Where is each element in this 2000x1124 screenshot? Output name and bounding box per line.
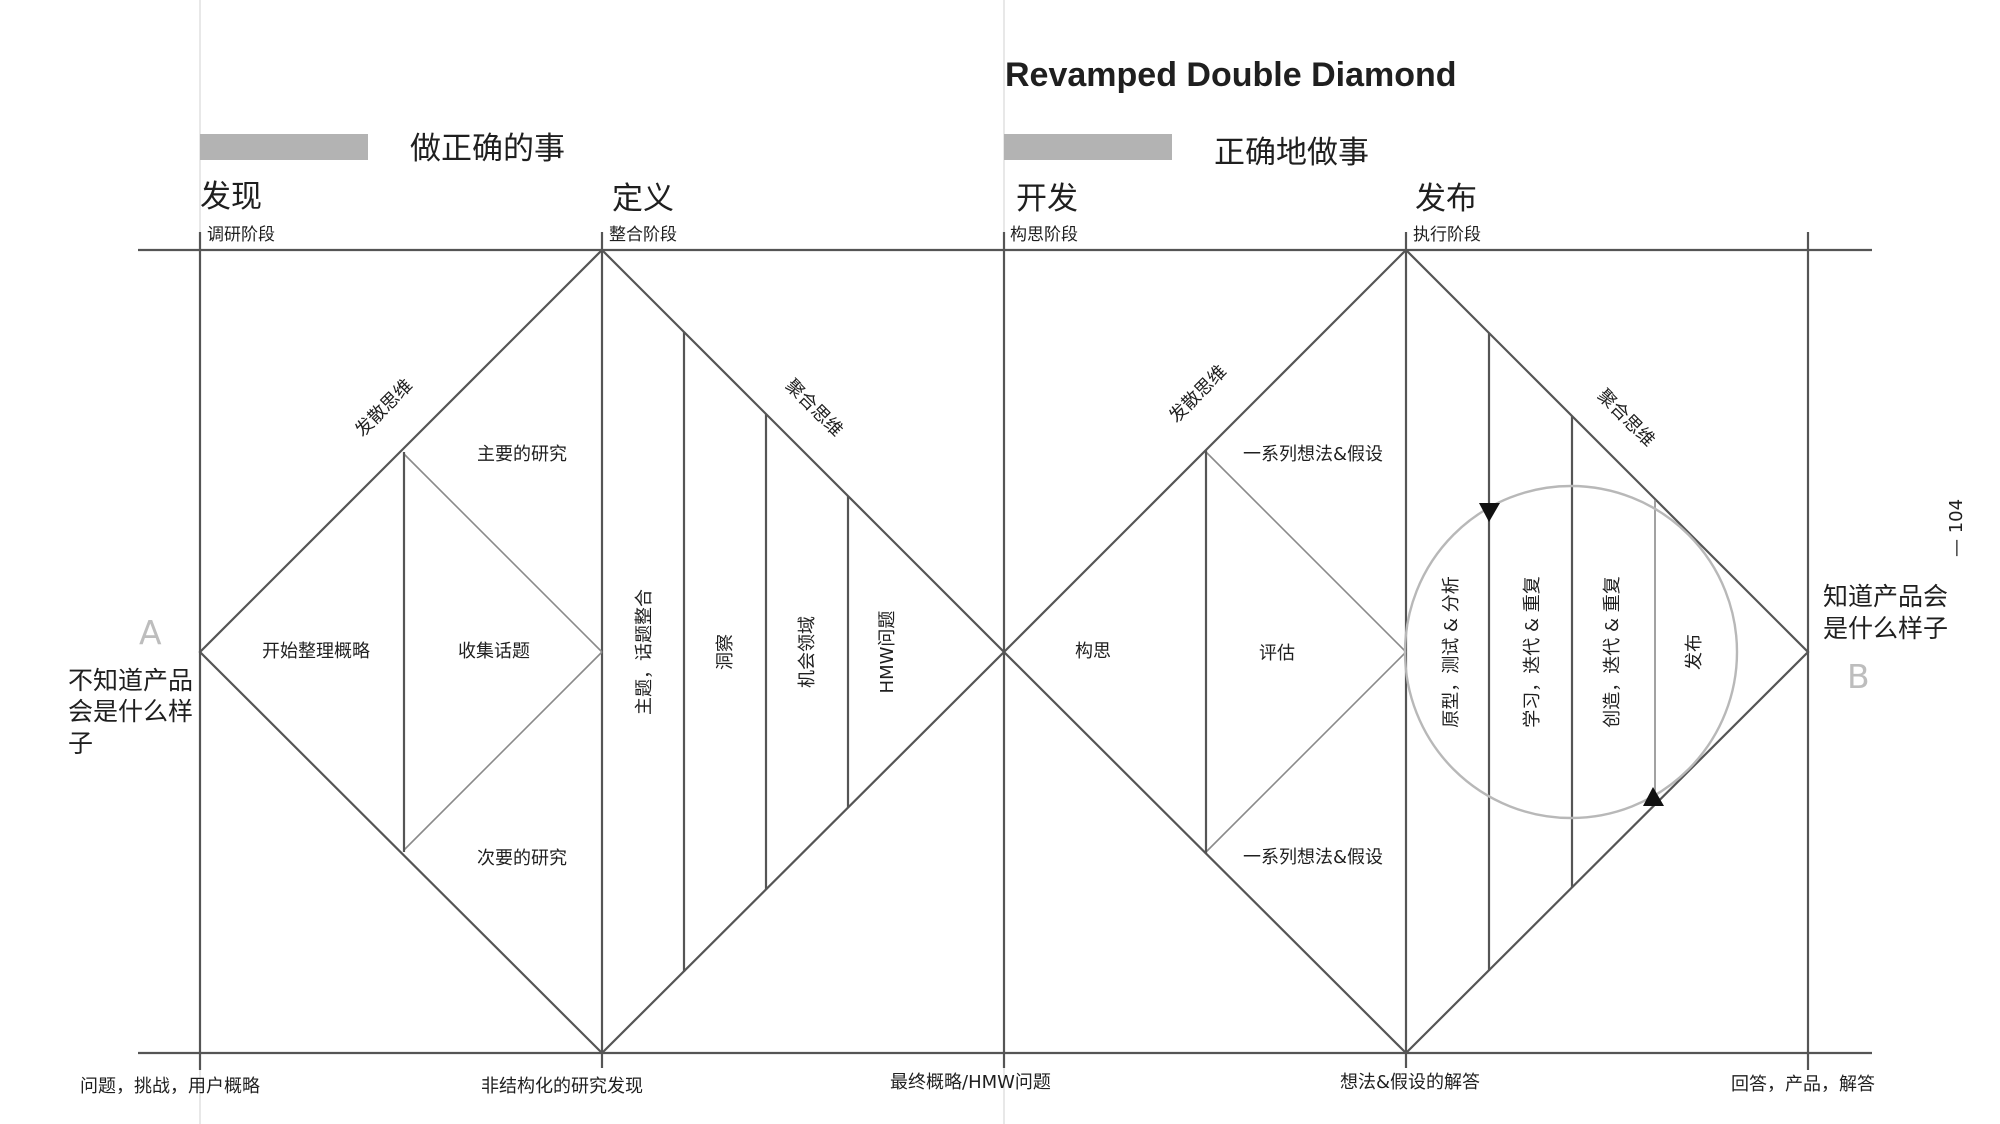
bottom-label-solutions: 想法&假设的解答 — [1340, 1072, 1480, 1093]
column-themes: 主题，话题整合 — [634, 589, 655, 715]
cell-ideas-upper: 一系列想法&假设 — [1243, 444, 1383, 465]
phase-name-develop: 开发 — [1016, 181, 1078, 217]
banner-label-things-right: 正确地做事 — [1214, 135, 1369, 171]
cycle-arrow-up-icon — [1643, 787, 1664, 806]
banner-bar-things-right — [1004, 134, 1172, 160]
diamond-outline-2 — [1002, 248, 1810, 1055]
phase-name-deliver: 发布 — [1415, 181, 1477, 217]
start-text-line: 会是什么样 — [68, 697, 193, 726]
converge-label-1: 聚合思维 — [781, 375, 847, 441]
inner-diagonal-lower — [403, 651, 603, 851]
converge-label-2: 聚合思维 — [1593, 385, 1659, 451]
inner-diagonal-upper — [1205, 451, 1407, 653]
start-letter: A — [139, 613, 162, 652]
cell-start-outline: 开始整理概略 — [262, 641, 370, 662]
bottom-label-final-brief: 最终概略/HMW问题 — [890, 1072, 1051, 1093]
start-text-line: 子 — [68, 729, 93, 758]
phase-sub-deliver: 执行阶段 — [1413, 225, 1481, 245]
page-number: — 104 — [1946, 499, 1967, 557]
cell-collect-topics: 收集话题 — [458, 641, 530, 662]
end-text-line: 知道产品会 — [1823, 582, 1948, 611]
phase-name-discover: 发现 — [200, 179, 262, 215]
banner-label-right-things: 做正确的事 — [410, 131, 565, 167]
diverge-label-2: 发散思维 — [1165, 361, 1231, 427]
banner-bar-right-things — [200, 134, 368, 160]
end-text-line: 是什么样子 — [1823, 614, 1948, 643]
bottom-label-research-findings: 非结构化的研究发现 — [481, 1076, 643, 1097]
cell-evaluate: 评估 — [1259, 643, 1295, 664]
column-insights: 洞察 — [715, 634, 736, 670]
cycle-arrow-down-icon — [1479, 503, 1500, 522]
diagram-title: Revamped Double Diamond — [1005, 56, 1457, 94]
column-opportunity-areas: 机会领域 — [797, 616, 818, 688]
inner-diagonal-upper — [403, 453, 603, 653]
start-text-line: 不知道产品 — [68, 666, 193, 695]
iteration-cycle-circle — [1403, 484, 1739, 820]
phase-sub-develop: 构思阶段 — [1010, 225, 1078, 245]
column-prototype-test: 原型，测试 & 分析 — [1441, 576, 1462, 727]
phase-sub-discover: 调研阶段 — [207, 225, 275, 245]
phase-sub-define: 整合阶段 — [609, 225, 677, 245]
inner-diagonal-lower — [1205, 651, 1407, 853]
column-create-iterate: 创造，迭代 & 重复 — [1602, 576, 1623, 727]
cell-ideas-lower: 一系列想法&假设 — [1243, 847, 1383, 868]
end-letter: B — [1847, 657, 1870, 696]
column-launch: 发布 — [1684, 634, 1705, 670]
column-learn-iterate: 学习，迭代 & 重复 — [1522, 576, 1543, 727]
bottom-label-problem: 问题，挑战，用户概略 — [80, 1076, 260, 1097]
cell-primary-research: 主要的研究 — [477, 444, 567, 465]
cell-ideate: 构思 — [1075, 641, 1111, 662]
column-hmw-questions: HMW问题 — [877, 611, 898, 694]
cell-secondary-research: 次要的研究 — [477, 848, 567, 869]
diverge-label-1: 发散思维 — [351, 375, 417, 441]
phase-name-define: 定义 — [612, 181, 674, 217]
bottom-label-answer: 回答，产品，解答 — [1731, 1074, 1875, 1095]
